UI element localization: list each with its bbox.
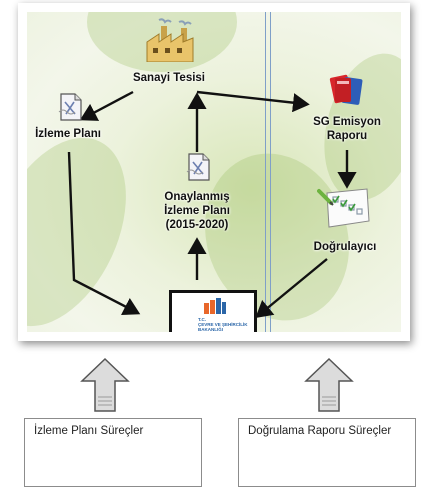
approved-plan-line-2: İzleme Planı (164, 205, 230, 217)
emission-report-line-1: SG Emisyon (313, 116, 381, 128)
ministry-line-3: BAKANLIĞI (198, 327, 223, 332)
flow-arrows (67, 90, 357, 319)
node-monitoring-plan-label: İzleme Planı (35, 128, 101, 140)
diagram-frame: Sanayi Tesisi İzleme Planı Onaylanmış İz… (18, 3, 410, 341)
node-facility-label: Sanayi Tesisi (132, 72, 206, 84)
approved-plan-line-3: (2015-2020) (165, 219, 229, 231)
approved-plan-line-1: Onaylanmış (164, 191, 230, 203)
arrow-facility-to-plan (79, 90, 134, 121)
books-icon (329, 74, 363, 105)
arrow-facility-to-report (196, 90, 310, 113)
node-verifier-label: Doğrulayıcı (313, 241, 377, 253)
ministry-logo-icon (204, 298, 226, 314)
ministry-line-1: T.C. (198, 317, 207, 322)
monitoring-plan-processes-label: İzleme Planı Süreçler (34, 425, 144, 437)
monitoring-plan-processes-box: İzleme Planı Süreçler (24, 418, 202, 487)
divider-line (270, 12, 271, 332)
ministry-box: T.C. ÇEVRE VE ŞEHİRCİLİK BAKANLIĞI (169, 290, 257, 332)
divider-line (265, 12, 266, 332)
ministry-line-2: ÇEVRE VE ŞEHİRCİLİK (198, 322, 248, 327)
verification-report-processes-label: Doğrulama Raporu Süreçler (248, 425, 392, 437)
factory-icon (146, 18, 194, 62)
document-icon (58, 93, 82, 121)
emission-report-line-2: Raporu (326, 130, 368, 142)
node-emission-report-label: SG Emisyon Raporu (309, 115, 385, 143)
ministry-name: T.C. ÇEVRE VE ŞEHİRCİLİK BAKANLIĞI (198, 317, 248, 332)
document-icon (186, 153, 210, 181)
checklist-icon (317, 188, 370, 228)
up-arrow-icon (80, 357, 130, 412)
arrow-plan-to-ministry (67, 151, 141, 316)
verification-report-processes-box: Doğrulama Raporu Süreçler (238, 418, 416, 487)
arrow-verifier-to-ministry (255, 258, 328, 319)
node-approved-plan-label: Onaylanmış İzleme Planı (2015-2020) (157, 190, 237, 232)
up-arrow-icon (304, 357, 354, 412)
diagram-panel: Sanayi Tesisi İzleme Planı Onaylanmış İz… (27, 12, 401, 332)
